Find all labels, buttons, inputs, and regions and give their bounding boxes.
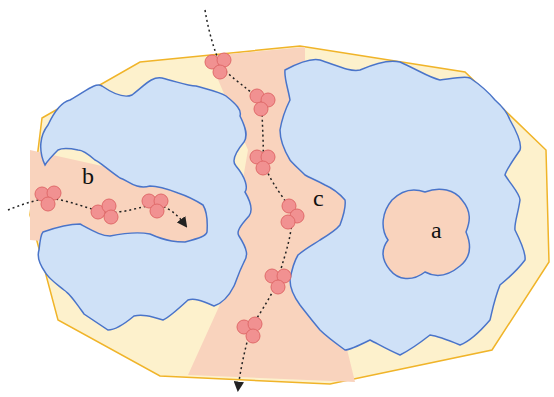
convex-hull	[30, 46, 549, 384]
part-label: b	[82, 164, 94, 188]
ligand-molecule	[35, 53, 304, 343]
part-label: c	[313, 186, 324, 210]
protein-blob	[38, 78, 251, 330]
cavity-region	[383, 189, 469, 278]
pathway-arrow	[205, 10, 292, 390]
part-label: a	[431, 218, 442, 242]
protein-blob	[280, 59, 525, 355]
